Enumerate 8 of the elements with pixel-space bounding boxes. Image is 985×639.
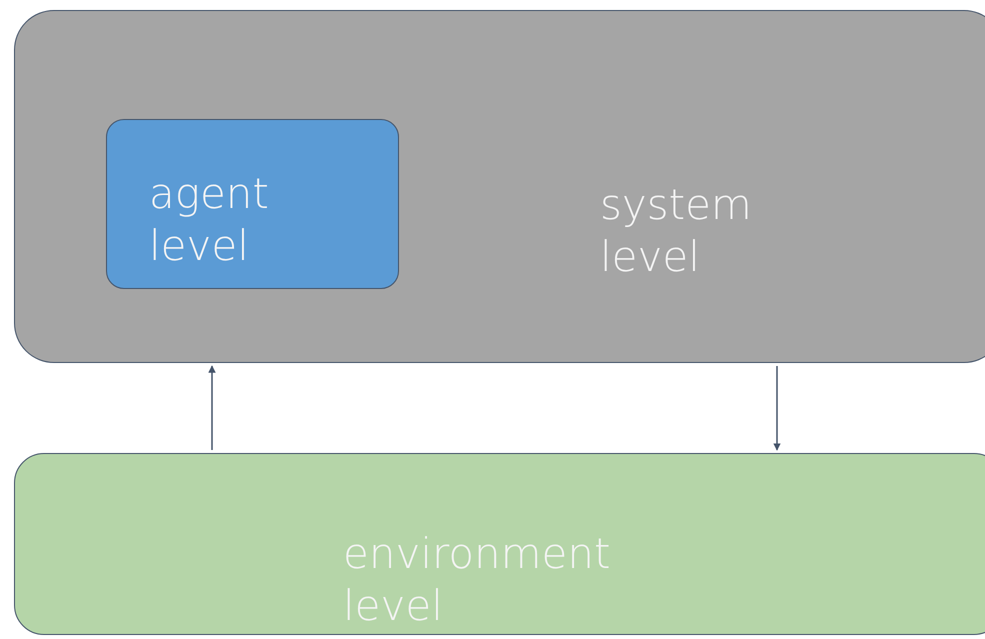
arrow	[773, 366, 781, 451]
rounded-box	[106, 119, 399, 289]
node-label: environment level	[343, 528, 612, 632]
node-label: agent level	[149, 168, 270, 272]
arrow	[208, 365, 216, 450]
rounded-box	[14, 10, 985, 363]
rounded-box	[14, 453, 985, 635]
node-label: system level	[600, 179, 753, 283]
